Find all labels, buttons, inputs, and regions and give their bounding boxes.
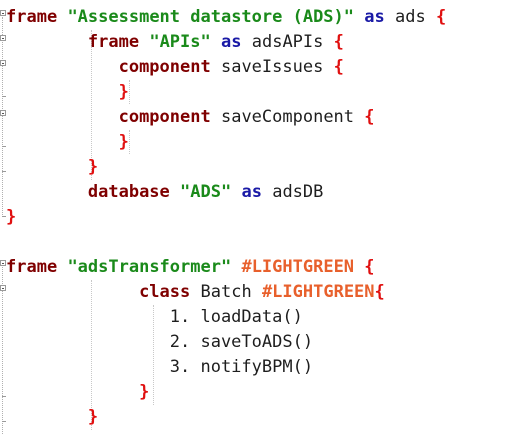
code-line-4[interactable]: } [6, 80, 129, 105]
fold-toggle-icon[interactable] [0, 10, 6, 16]
keyword: component [118, 107, 211, 127]
code-line-12[interactable]: class Batch #LIGHTGREEN{ [6, 280, 385, 305]
identifier: Batch [200, 282, 252, 302]
identifier: saveIssues [220, 57, 324, 77]
indent-guide [129, 80, 130, 104]
indent-guide [91, 280, 92, 430]
code-line-16[interactable]: } [6, 380, 149, 405]
code-line-2[interactable]: frame "APIs" as adsAPIs { [6, 30, 344, 55]
keyword: frame [6, 7, 58, 27]
brace: { [333, 57, 344, 77]
fold-toggle-icon[interactable] [0, 285, 6, 291]
identifier: adsDB [272, 182, 324, 202]
keyword: class [139, 282, 191, 302]
method-item: 1. loadData() [169, 307, 303, 327]
fold-toggle-icon[interactable] [0, 110, 6, 116]
code-line-5[interactable]: component saveComponent { [6, 105, 375, 130]
identifier: adsAPIs [251, 32, 324, 52]
fold-gutter [0, 0, 7, 434]
keyword-as: as [241, 182, 262, 202]
indent-guide [91, 30, 92, 180]
indent-guide [153, 305, 154, 405]
code-line-8[interactable]: database "ADS" as adsDB [6, 180, 324, 205]
fold-end-tick [2, 216, 6, 217]
color-literal: #LIGHTGREEN [261, 282, 375, 302]
brace: { [435, 7, 447, 27]
brace: { [364, 107, 375, 127]
code-line-6[interactable]: } [6, 130, 129, 155]
brace: { [374, 282, 385, 302]
fold-guide-line [2, 17, 3, 215]
keyword-as: as [221, 32, 242, 52]
fold-end-tick [2, 96, 6, 97]
string-literal: "ADS" [180, 182, 232, 202]
fold-end-tick [2, 171, 6, 172]
fold-toggle-icon[interactable] [0, 35, 6, 41]
keyword: frame [6, 257, 58, 277]
code-line-7[interactable]: } [6, 155, 98, 180]
keyword-as: as [364, 7, 385, 27]
fold-end-tick [2, 396, 6, 397]
brace: } [6, 207, 17, 227]
brace: } [87, 407, 99, 427]
brace: { [333, 32, 344, 52]
keyword: database [87, 182, 170, 202]
fold-toggle-icon[interactable] [0, 60, 6, 66]
code-line-1[interactable]: frame "Assessment datastore (ADS)" as ad… [6, 5, 446, 30]
brace: { [364, 257, 375, 277]
brace: } [118, 82, 129, 102]
identifier: saveComponent [220, 107, 355, 127]
brace: } [118, 132, 129, 152]
fold-guide-line [2, 267, 3, 434]
code-line-15[interactable]: 3. notifyBPM() [6, 355, 313, 380]
code-line-3[interactable]: component saveIssues { [6, 55, 344, 80]
code-line-11[interactable]: frame "adsTransformer" #LIGHTGREEN { [6, 255, 375, 280]
keyword: frame [87, 32, 140, 52]
fold-toggle-icon[interactable] [0, 260, 6, 266]
string-literal: "adsTransformer" [67, 257, 232, 277]
brace: } [87, 157, 99, 177]
keyword: component [118, 57, 211, 77]
fold-end-tick [2, 421, 6, 422]
color-literal: #LIGHTGREEN [241, 257, 355, 277]
brace: } [139, 382, 150, 402]
identifier: ads [395, 7, 426, 27]
indent-guide [129, 130, 130, 154]
method-item: 3. notifyBPM() [169, 357, 314, 377]
string-literal: "Assessment datastore (ADS)" [67, 7, 355, 27]
code-line-9[interactable]: } [6, 205, 16, 230]
code-line-17[interactable]: } [6, 405, 98, 430]
fold-end-tick [2, 146, 6, 147]
string-literal: "APIs" [149, 32, 211, 52]
code-line-14[interactable]: 2. saveToADS() [6, 330, 313, 355]
code-line-13[interactable]: 1. loadData() [6, 305, 303, 330]
method-item: 2. saveToADS() [169, 332, 314, 352]
